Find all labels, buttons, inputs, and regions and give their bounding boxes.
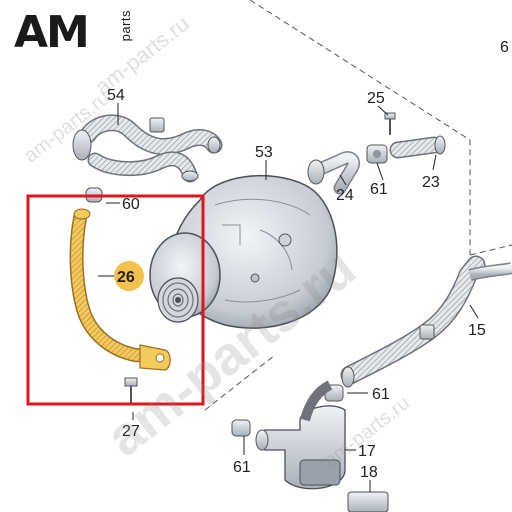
hose-26-highlighted	[69, 208, 171, 371]
callout-26: 26	[117, 269, 135, 286]
callout-23: 23	[422, 174, 440, 191]
am-parts-logo: AM parts	[14, 8, 144, 58]
bolt-25	[384, 112, 396, 135]
callout-61-bottom: 61	[233, 459, 251, 476]
clamp-61-bottom	[231, 419, 251, 437]
pump-17	[255, 380, 346, 490]
fitting-24	[307, 151, 361, 195]
callout-54: 54	[107, 87, 125, 104]
part-18	[347, 491, 389, 512]
callout-26-marker	[114, 261, 144, 291]
bolt-27	[124, 377, 138, 405]
callout-27: 27	[122, 423, 140, 440]
alternator-53	[149, 175, 338, 329]
dashed-frame	[204, 0, 512, 411]
callout-60: 60	[122, 196, 140, 213]
callout-18: 18	[360, 464, 378, 481]
clamp-61-top	[366, 144, 388, 164]
hose-15	[340, 255, 512, 388]
callout-53: 53	[255, 144, 273, 161]
callout-24: 24	[336, 187, 354, 204]
logo-brand: AM	[14, 7, 90, 58]
callout-25: 25	[367, 90, 385, 107]
leader-lines	[98, 103, 479, 492]
hose-54	[72, 114, 223, 183]
corner-label: 6	[500, 39, 509, 56]
callout-15: 15	[468, 322, 486, 339]
callout-61-middle: 61	[372, 386, 390, 403]
highlight-box	[26, 194, 205, 406]
callout-labels: 54 25 53 24 61 23 60 26 15 61 27 17 61 1…	[107, 39, 509, 481]
callout-17: 17	[358, 443, 376, 460]
hose-23	[389, 135, 446, 159]
callout-61-top: 61	[370, 181, 388, 198]
